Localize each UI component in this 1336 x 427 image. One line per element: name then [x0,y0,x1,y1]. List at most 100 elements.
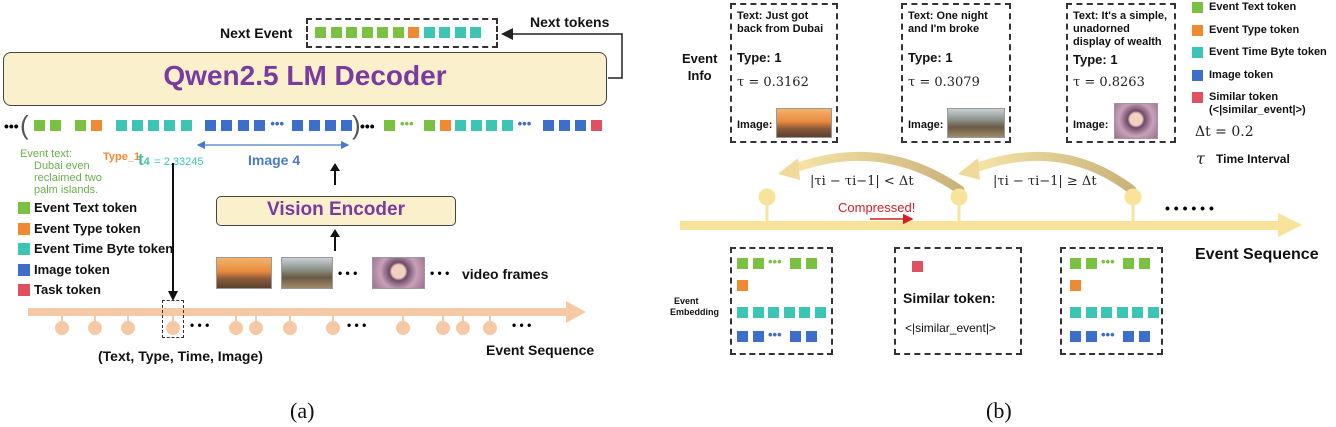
input-token [470,120,482,131]
tau-symbol: τ [1196,149,1205,168]
next-token [361,27,373,38]
caption-a: (a) [290,398,315,423]
token-ellipsis: ••• [1101,327,1115,342]
embedding-token [799,307,810,318]
next-event-box [306,18,498,48]
next-token [454,27,466,38]
event-image-2 [947,108,1005,138]
next-token [408,27,419,38]
legend-label: Event Text token [1209,1,1297,13]
legend-label: Event Type token [1209,23,1300,36]
embedding-token [1132,307,1143,318]
condition-less: |τi − τi−1| < Δt [810,174,914,189]
legend-label: Image token [1209,68,1274,81]
event-info-label: Event Info [682,51,718,83]
embedding-token [737,280,748,291]
legend-swatch [18,284,30,296]
embedding-token [783,307,795,318]
embedding-token [1070,258,1081,269]
vision-encoder-label: Vision Encoder [267,199,405,220]
input-token [221,120,233,131]
token-row-ellipsis-mid: ••• [360,118,375,134]
embedding-token [1138,258,1150,269]
input-token [591,120,602,131]
legend-swatch [1192,92,1203,103]
similar-token-legend-sub: (<|similar_event|>) [1209,104,1306,116]
input-token [148,120,160,131]
embedding-token [1101,307,1112,318]
caption-b: (b) [986,398,1012,423]
embedding-token [790,258,801,269]
lm-decoder-block [3,52,607,106]
down-arrow-sequence [168,163,178,301]
embedding-box-1 [730,247,833,355]
input-token [115,120,127,131]
legend-swatch [18,222,30,235]
embedding-token [805,331,817,342]
embedding-token [768,307,779,318]
vision-encoder-block [216,196,456,226]
input-token [324,120,336,131]
legend-label: Similar token [1209,91,1279,103]
embedding-token [805,258,817,269]
tuple-label: (Text, Type, Time, Image) [98,348,263,364]
token-ellipsis: ••• [517,116,532,131]
next-token [439,27,450,38]
embedding-token [737,331,748,342]
token-ellipsis: ••• [270,116,284,131]
next-token [315,27,326,38]
embedding-token [737,307,748,318]
input-token [559,120,570,131]
up-arrow-encoder [330,163,340,185]
event-image-1 [776,108,832,138]
input-token [205,120,217,131]
condition-geq: |τi − τi−1| ≥ Δt [993,174,1097,189]
sequence-dots-b: • • • • • • [1165,200,1214,216]
embedding-box-3 [1060,247,1163,355]
embedding-token [1123,331,1134,342]
next-token [470,27,481,38]
input-token [502,120,513,131]
input-token [34,120,45,131]
feedback-arrow [501,28,623,79]
video-frame-3 [372,257,425,289]
tau-definition: Time Interval [1216,152,1290,166]
token-ellipsis: ••• [768,254,782,269]
frames-ellipsis: • • • [338,266,358,280]
token-row-ellipsis-left: ••• [4,118,19,134]
embedding-token [814,307,826,318]
input-token [131,120,143,131]
type-tag: Type_1 [103,151,141,163]
compressed-label: Compressed! [838,200,916,215]
event-sequence-a [28,301,586,335]
embedding-token [752,331,764,342]
input-token [74,120,86,131]
similar-token-title: Similar token: [903,290,996,306]
legend-label: Task token [34,282,101,297]
legend-swatch [18,202,30,214]
token-ellipsis: ••• [1101,254,1115,269]
bracket-left: ( [20,110,29,140]
time-tag: t4 = 2.33245 [138,150,204,169]
similar-token-text: <|similar_event|> [905,321,996,335]
legend-label: Event Type token [34,220,141,236]
legend-swatch [1192,47,1203,58]
event-embedding-label: Event Embedding [670,296,719,317]
comparison-arrows [778,151,1137,195]
input-token [180,120,192,131]
embedding-box-similar [894,247,1022,355]
event-sequence-b [680,188,1302,237]
next-tokens-label: Next tokens [530,14,610,30]
embedding-token [752,258,764,269]
delta-definition: Δt = 0.2 [1195,124,1254,140]
input-token [237,120,249,131]
image-span-label: Image 4 [248,152,301,168]
similar-token-square [912,261,923,272]
input-token [486,120,498,131]
bracket-right: ) [352,110,361,140]
legend-swatch [1192,24,1203,36]
token-ellipsis: ••• [768,327,782,342]
seq-ellipsis-2: • • • [347,318,367,332]
